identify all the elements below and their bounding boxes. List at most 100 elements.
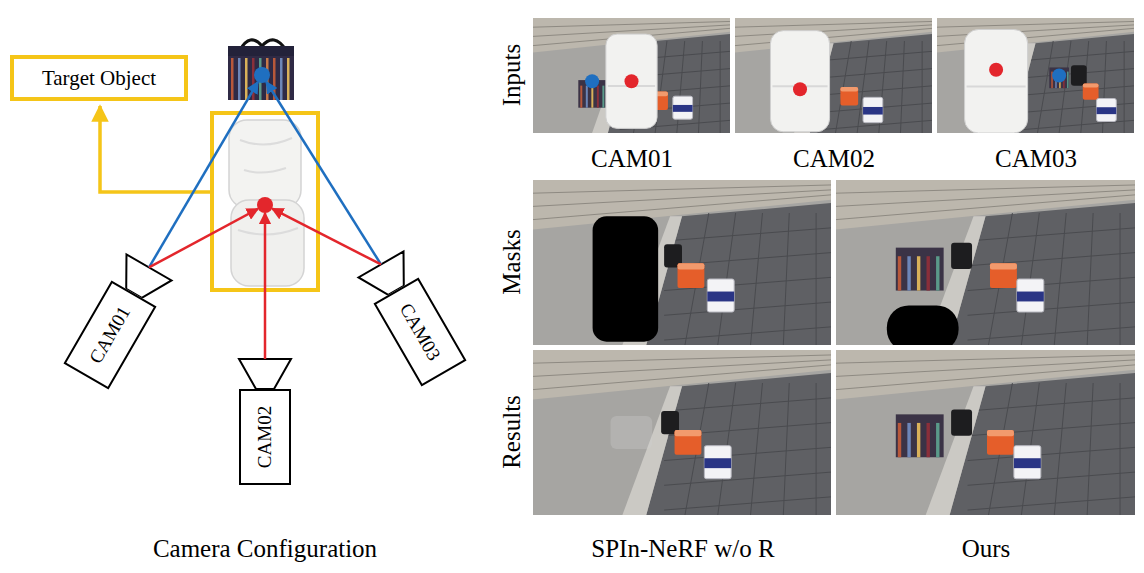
tile-line: [968, 497, 1135, 510]
pavement: [533, 180, 831, 345]
pavement: [937, 18, 1134, 133]
marker-dot: [625, 74, 639, 88]
tile-line: [968, 327, 1135, 340]
black-bag: [951, 409, 972, 435]
bag-stripe: [936, 423, 939, 457]
tile-line: [1124, 41, 1125, 133]
tile-line: [664, 497, 831, 510]
marker-dot: [989, 63, 1003, 77]
camera-box: CAM02: [239, 389, 291, 485]
black-bag: [1071, 65, 1087, 86]
mask-region: [887, 305, 959, 345]
row-label: Masks: [499, 229, 524, 294]
tile-line: [1024, 51, 1134, 60]
ghost-artifact: [610, 416, 652, 449]
tile-line: [664, 228, 831, 241]
bag-stripe: [1067, 72, 1069, 89]
tile-line: [664, 472, 831, 485]
tile-line: [1087, 213, 1093, 345]
bag-stripe: [238, 58, 241, 100]
red-dot: [257, 197, 273, 213]
camera-lens: [239, 359, 291, 389]
bag-object: [896, 248, 944, 291]
pavement: [735, 18, 932, 133]
tile-line: [1054, 383, 1066, 515]
white-cooler: [704, 446, 731, 479]
orange-cooler: [1083, 84, 1099, 100]
column-label: CAM01: [591, 146, 673, 171]
white-cooler: [1014, 446, 1041, 479]
tile-line: [698, 41, 702, 133]
bag-stripe: [907, 256, 910, 290]
tile-line: [1024, 103, 1134, 112]
bag-stripe: [597, 86, 599, 108]
photo-panel: [836, 180, 1135, 345]
bag-top: [228, 46, 294, 56]
white-cooler: [707, 279, 734, 312]
white-cooler: [1097, 99, 1117, 122]
label-box: Target Object: [10, 55, 188, 101]
cylinder-part: [231, 200, 304, 286]
tile-line: [968, 398, 1135, 411]
tile-line: [1120, 213, 1121, 345]
tile-line: [783, 213, 789, 345]
white-cooler: [1017, 279, 1044, 312]
cylinder-object: [770, 31, 829, 132]
marker-dot: [793, 82, 807, 96]
photo-panel: [735, 18, 932, 133]
column-label: CAM02: [793, 146, 875, 171]
sight-lines: [111, 82, 418, 389]
black-bag: [951, 243, 972, 269]
pointer-arrow: [100, 106, 212, 192]
tile-line: [968, 302, 1135, 315]
tile-line: [1024, 86, 1134, 95]
marker-dot: [585, 74, 599, 88]
tile-line: [1087, 383, 1093, 515]
orange-cooler: [990, 263, 1017, 288]
bag-picture: [228, 40, 294, 100]
cooler-band: [1097, 107, 1117, 114]
bag-object: [1049, 67, 1069, 88]
mask-region: [593, 216, 659, 341]
blue-dot: [254, 67, 270, 83]
orange-cooler: [675, 430, 702, 455]
bag-object: [896, 414, 944, 457]
bag-stripe: [936, 256, 939, 290]
panel-caption: Camera Configuration: [153, 536, 377, 561]
tile-line: [1054, 213, 1066, 345]
cooler-band: [1017, 292, 1044, 302]
bag-stripe: [602, 86, 604, 108]
bag-stripe: [287, 58, 290, 100]
row-label: Results: [499, 395, 524, 469]
tile-line: [720, 41, 721, 133]
bag-stripe: [280, 58, 283, 100]
blue-sight-line: [266, 82, 381, 265]
tile-line: [822, 69, 932, 78]
bag-stripe: [907, 423, 910, 457]
red-sight-line: [264, 213, 267, 359]
node-text: CAM02: [254, 406, 276, 468]
cooler-lid: [678, 263, 705, 269]
tile-line: [664, 423, 831, 436]
pavement: [533, 18, 730, 133]
bag-stripe: [586, 86, 588, 108]
cooler-lid: [1083, 84, 1099, 88]
camera-box: CAM03: [373, 277, 466, 386]
blue-sight-line: [149, 82, 258, 268]
tile-line: [664, 302, 831, 315]
red-sight-line: [149, 209, 258, 268]
orange-cooler: [987, 430, 1014, 455]
red-sight-line: [272, 209, 381, 265]
pavement: [533, 350, 831, 515]
pavement: [836, 350, 1135, 515]
tile-line: [968, 472, 1135, 485]
white-cooler: [673, 96, 693, 119]
tile-line: [751, 383, 763, 515]
cooler-band: [704, 458, 731, 468]
node-text: CAM01: [85, 303, 135, 368]
row-label: Inputs: [499, 44, 524, 107]
bag-stripe: [245, 58, 248, 100]
bag-stripe: [898, 256, 901, 290]
tile-line: [900, 41, 904, 133]
tile-line: [816, 213, 817, 345]
